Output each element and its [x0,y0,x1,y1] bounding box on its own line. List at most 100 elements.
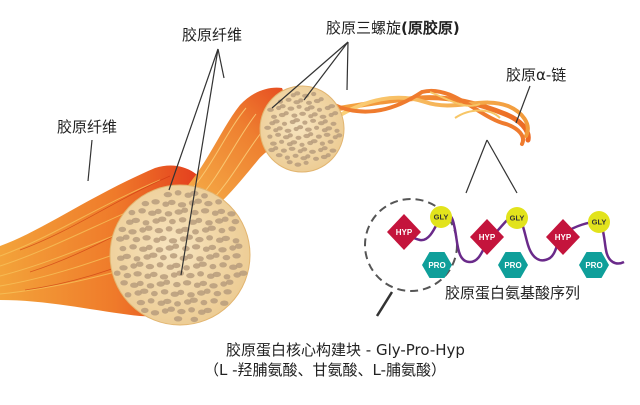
fibril-dot [323,132,331,137]
fibril-dot [203,307,212,314]
fibril-dot [181,226,190,233]
fibril-dot [299,111,306,116]
fibril-dot [306,100,312,105]
fibril-dot [144,273,152,279]
fibril-dot [160,254,167,261]
fibril-dot [209,283,218,289]
fibril-dot [128,229,137,235]
fibril-dot [133,271,142,277]
fibril-dot [168,238,178,244]
fibril-dot [325,153,331,158]
fibril-dot [208,244,217,251]
fibril-dot [188,307,196,313]
fibril-dot [138,208,146,214]
fibril-dot [145,263,155,270]
fibril-dot [276,126,283,131]
fibril-dot [295,135,302,140]
fibril-dot [310,118,317,123]
fibril-dot [319,141,325,146]
fibril-dot [314,125,320,130]
fibril-dot [284,155,290,160]
fibril-dot [203,288,211,294]
fibril-dot [234,243,243,249]
fibril-dot [209,263,217,270]
fibril-dot [222,254,231,261]
fibril-dot [172,243,180,249]
fibril-dot [239,270,248,276]
fibril-dot [302,93,309,98]
fibril-dot [165,245,174,251]
fibril-dot [156,281,165,287]
fibril-dot [332,111,339,116]
fibril-dot [231,218,240,225]
fibril-dot [113,270,121,276]
fibril-dot [142,235,151,241]
fibril-dot [288,146,296,151]
pro-residue: PRO [498,252,528,278]
fibril-dot [311,91,317,97]
fibril-dot [212,271,221,278]
fibril-dot [329,148,337,153]
fibril-dot [124,292,132,298]
pro-residue: PRO [579,252,609,278]
fibril-dot [228,226,236,232]
fibril-dot [151,290,158,297]
fibril-dot [232,238,240,244]
fibril-dot [198,261,207,267]
fibril-dot [235,262,243,269]
fibril-dot [123,272,132,279]
fibril-dot [217,208,226,215]
fibril-dot [140,288,149,294]
fibril-dot [186,253,194,260]
fibril-dot [119,245,127,252]
fibril-dot [311,112,318,117]
svg-text:GLY: GLY [510,214,525,223]
fibril-dot [287,106,295,111]
fibril-dot [302,120,308,125]
fibril-dot [315,134,322,139]
fibril-dot [299,142,305,147]
fibril-dot [204,200,213,207]
fibril-dot [170,272,178,278]
fibril-dot [167,306,175,312]
fibril-dot [272,119,280,124]
fibril-dot [271,114,277,119]
fibril-dot [122,234,130,240]
fibril-dot [270,141,277,146]
fibril-dot [163,298,172,305]
fibril-dot [191,209,199,216]
fibril-dot [229,264,238,270]
fibril-dot [219,262,227,268]
fiber-cross-section-large [109,184,251,326]
fibril-dot [199,280,208,287]
fibril-dot [151,199,160,205]
fibril-dot [188,219,197,225]
fibril-dot [210,298,218,304]
fibril-dot [195,236,204,243]
fibril-dot [292,153,299,158]
fibril-dot [291,113,298,118]
fibril-dot [147,298,155,304]
fibril-dot [174,209,183,215]
label-alpha-chain: 胶原α-链 [506,66,567,84]
label-collagen-fiber-left: 胶原纤维 [57,118,118,136]
fibril-dot [316,107,323,112]
fibril-dot [205,220,213,226]
svg-text:PRO: PRO [585,261,602,270]
fibril-dot [305,154,311,159]
fibril-dot [310,139,318,144]
gly-residue: GLY [588,211,610,233]
fiber-cross-section-medium [259,85,345,173]
fibril-dot [232,253,241,259]
fibril-dot [195,217,203,224]
svg-text:PRO: PRO [428,261,445,270]
fibril-dot [294,162,302,167]
fibril-dot [154,208,162,215]
fibril-dot [285,97,292,102]
pro-residue: PRO [422,252,452,278]
fibril-dot [280,148,287,153]
fibril-dot [196,256,204,262]
